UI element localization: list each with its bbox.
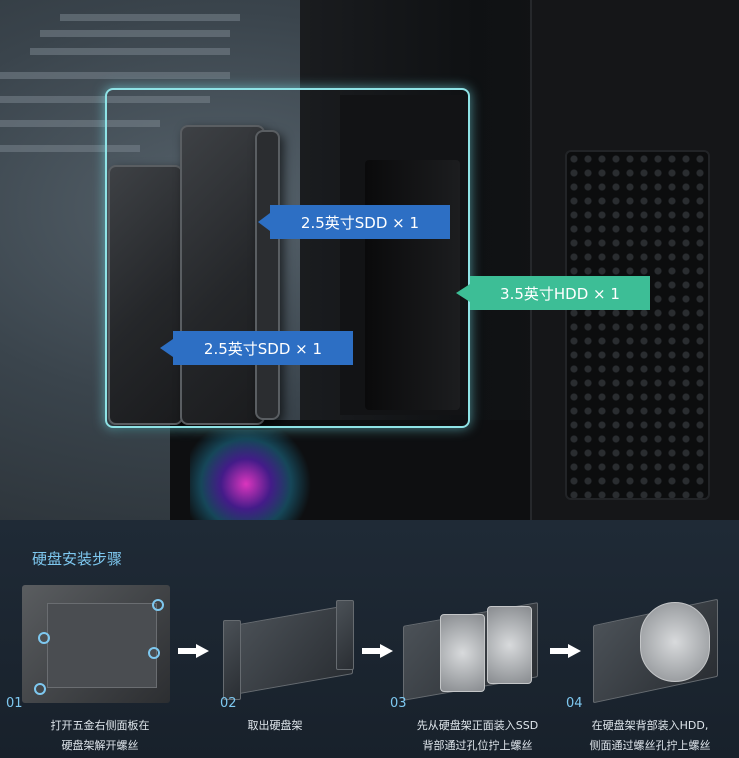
screw-marker-icon — [152, 599, 164, 611]
ssd-bottom-pointer-icon — [160, 339, 173, 357]
arrow-right-icon — [178, 644, 210, 658]
ssd-drive-middle — [180, 125, 265, 425]
mesh-panel — [565, 150, 710, 500]
arrow-right-icon — [362, 644, 394, 658]
step-2-image — [218, 595, 358, 705]
side-panel-image — [47, 603, 157, 688]
step-3-description: 先从硬盘架正面装入SSD 背部通过孔位拧上螺丝 — [416, 719, 539, 752]
step-4-image — [585, 582, 725, 707]
ssd-bottom-label: 2.5英寸SDD × 1 — [173, 331, 353, 365]
screw-marker-icon — [34, 683, 46, 695]
rgb-fan-glow — [190, 430, 330, 520]
hdd-label: 3.5英寸HDD × 1 — [470, 276, 650, 310]
hdd-drive — [365, 160, 460, 410]
screw-marker-icon — [148, 647, 160, 659]
step-1-description: 打开五金右侧面板在 硬盘架解开螺丝 — [50, 719, 150, 752]
step-4-description: 在硬盘架背部装入HDD, 侧面通过螺丝孔拧上螺丝 — [589, 719, 711, 752]
drive-tray-outline — [105, 88, 470, 428]
step-2-description: 取出硬盘架 — [247, 719, 303, 732]
ssd-drive-edge — [255, 130, 280, 420]
hdd-pointer-icon — [456, 284, 470, 302]
install-steps-section: 硬盘安装步骤 01 02 03 04 打开五金右侧面板在 硬盘架解开螺丝 取出硬… — [0, 520, 739, 758]
steps-title: 硬盘安装步骤 — [32, 550, 123, 568]
screw-marker-icon — [38, 632, 50, 644]
step-2-number: 02 — [220, 696, 237, 711]
step-4-number: 04 — [566, 696, 583, 711]
ssd-top-label: 2.5英寸SDD × 1 — [270, 205, 450, 239]
step-1-number: 01 — [6, 696, 23, 711]
ssd-top-pointer-icon — [258, 213, 270, 231]
step-1-image — [22, 585, 170, 703]
arrow-right-icon — [550, 644, 582, 658]
product-hero: 2.5英寸SDD × 1 2.5英寸SDD × 1 3.5英寸HDD × 1 — [0, 0, 739, 520]
step-3-image — [395, 592, 545, 707]
step-3-number: 03 — [390, 696, 407, 711]
